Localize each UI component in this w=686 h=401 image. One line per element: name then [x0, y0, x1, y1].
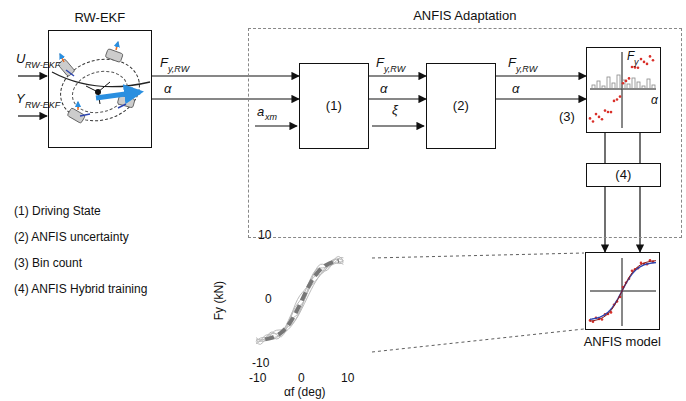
signal-subscript: y,RW	[516, 65, 537, 75]
tick-label: -10	[249, 372, 266, 385]
axis-label: F	[627, 50, 634, 63]
tick-label: 0	[265, 293, 272, 306]
process-box: (4)	[586, 163, 661, 187]
axis-title: Fy (kN)	[213, 281, 226, 320]
process-box: (2)	[426, 63, 496, 149]
bin-plot	[589, 52, 656, 128]
key-item: (1) Driving State	[14, 205, 101, 218]
node-label: RW-EKF	[74, 11, 125, 25]
estimator-box: RW-EKF	[48, 30, 152, 148]
signal-subscript: y,RW	[384, 65, 405, 75]
key-item: (4) ANFIS Hybrid training	[14, 283, 147, 296]
tick-label: 10	[341, 372, 354, 385]
key-item: (3) Bin count	[14, 257, 82, 270]
tick-label: 10	[258, 229, 271, 242]
signal-name: ξ	[392, 103, 398, 117]
vehicle-illustration	[52, 42, 150, 129]
signal-subscript: xm	[265, 113, 277, 123]
signal-name: a	[257, 105, 264, 119]
adaptation-region: ANFIS Adaptation(1)(2)(3)Fyα(4)	[248, 28, 682, 238]
axis-label: y	[634, 58, 639, 68]
signal-name: α	[380, 82, 387, 96]
connector	[369, 75, 426, 76]
tick-label: -10	[252, 357, 269, 370]
node-label: (1)	[326, 99, 342, 113]
connector	[639, 187, 640, 252]
key-item: (2) ANFIS uncertainty	[14, 231, 129, 244]
inset-plot	[256, 253, 584, 352]
signal-name: F	[376, 56, 384, 70]
connector	[604, 133, 605, 163]
signal-name: F	[160, 56, 168, 70]
signal-name: α	[164, 82, 171, 96]
signal-name: Y	[16, 92, 25, 106]
node-label: ANFIS model	[584, 335, 661, 349]
plot-box: (3)Fyα	[586, 47, 661, 133]
connector	[604, 187, 605, 252]
axis-label: α	[651, 94, 658, 107]
connector	[496, 75, 586, 76]
signal-subscript: RW-EKF	[25, 101, 60, 111]
node-label: (2)	[453, 99, 469, 113]
tick-label: 0	[298, 372, 305, 385]
model-box: ANFIS model	[585, 252, 660, 330]
axis-title: αf (deg)	[284, 386, 326, 399]
connector	[639, 133, 640, 163]
process-box: (1)	[299, 63, 369, 149]
node-label: (3)	[559, 110, 575, 124]
connector	[152, 98, 299, 99]
signal-name: α	[512, 82, 519, 96]
signal-name: U	[16, 52, 25, 66]
connector	[152, 75, 299, 76]
signal-subscript: RW-EKF	[25, 61, 60, 71]
connector	[496, 98, 586, 99]
signal-subscript: y,RW	[168, 65, 189, 75]
connector	[369, 98, 426, 99]
input-arrows	[18, 76, 424, 126]
node-label: (4)	[615, 168, 631, 182]
model-plot	[589, 258, 656, 326]
signal-name: F	[508, 56, 516, 70]
node-label: ANFIS Adaptation	[413, 9, 516, 23]
